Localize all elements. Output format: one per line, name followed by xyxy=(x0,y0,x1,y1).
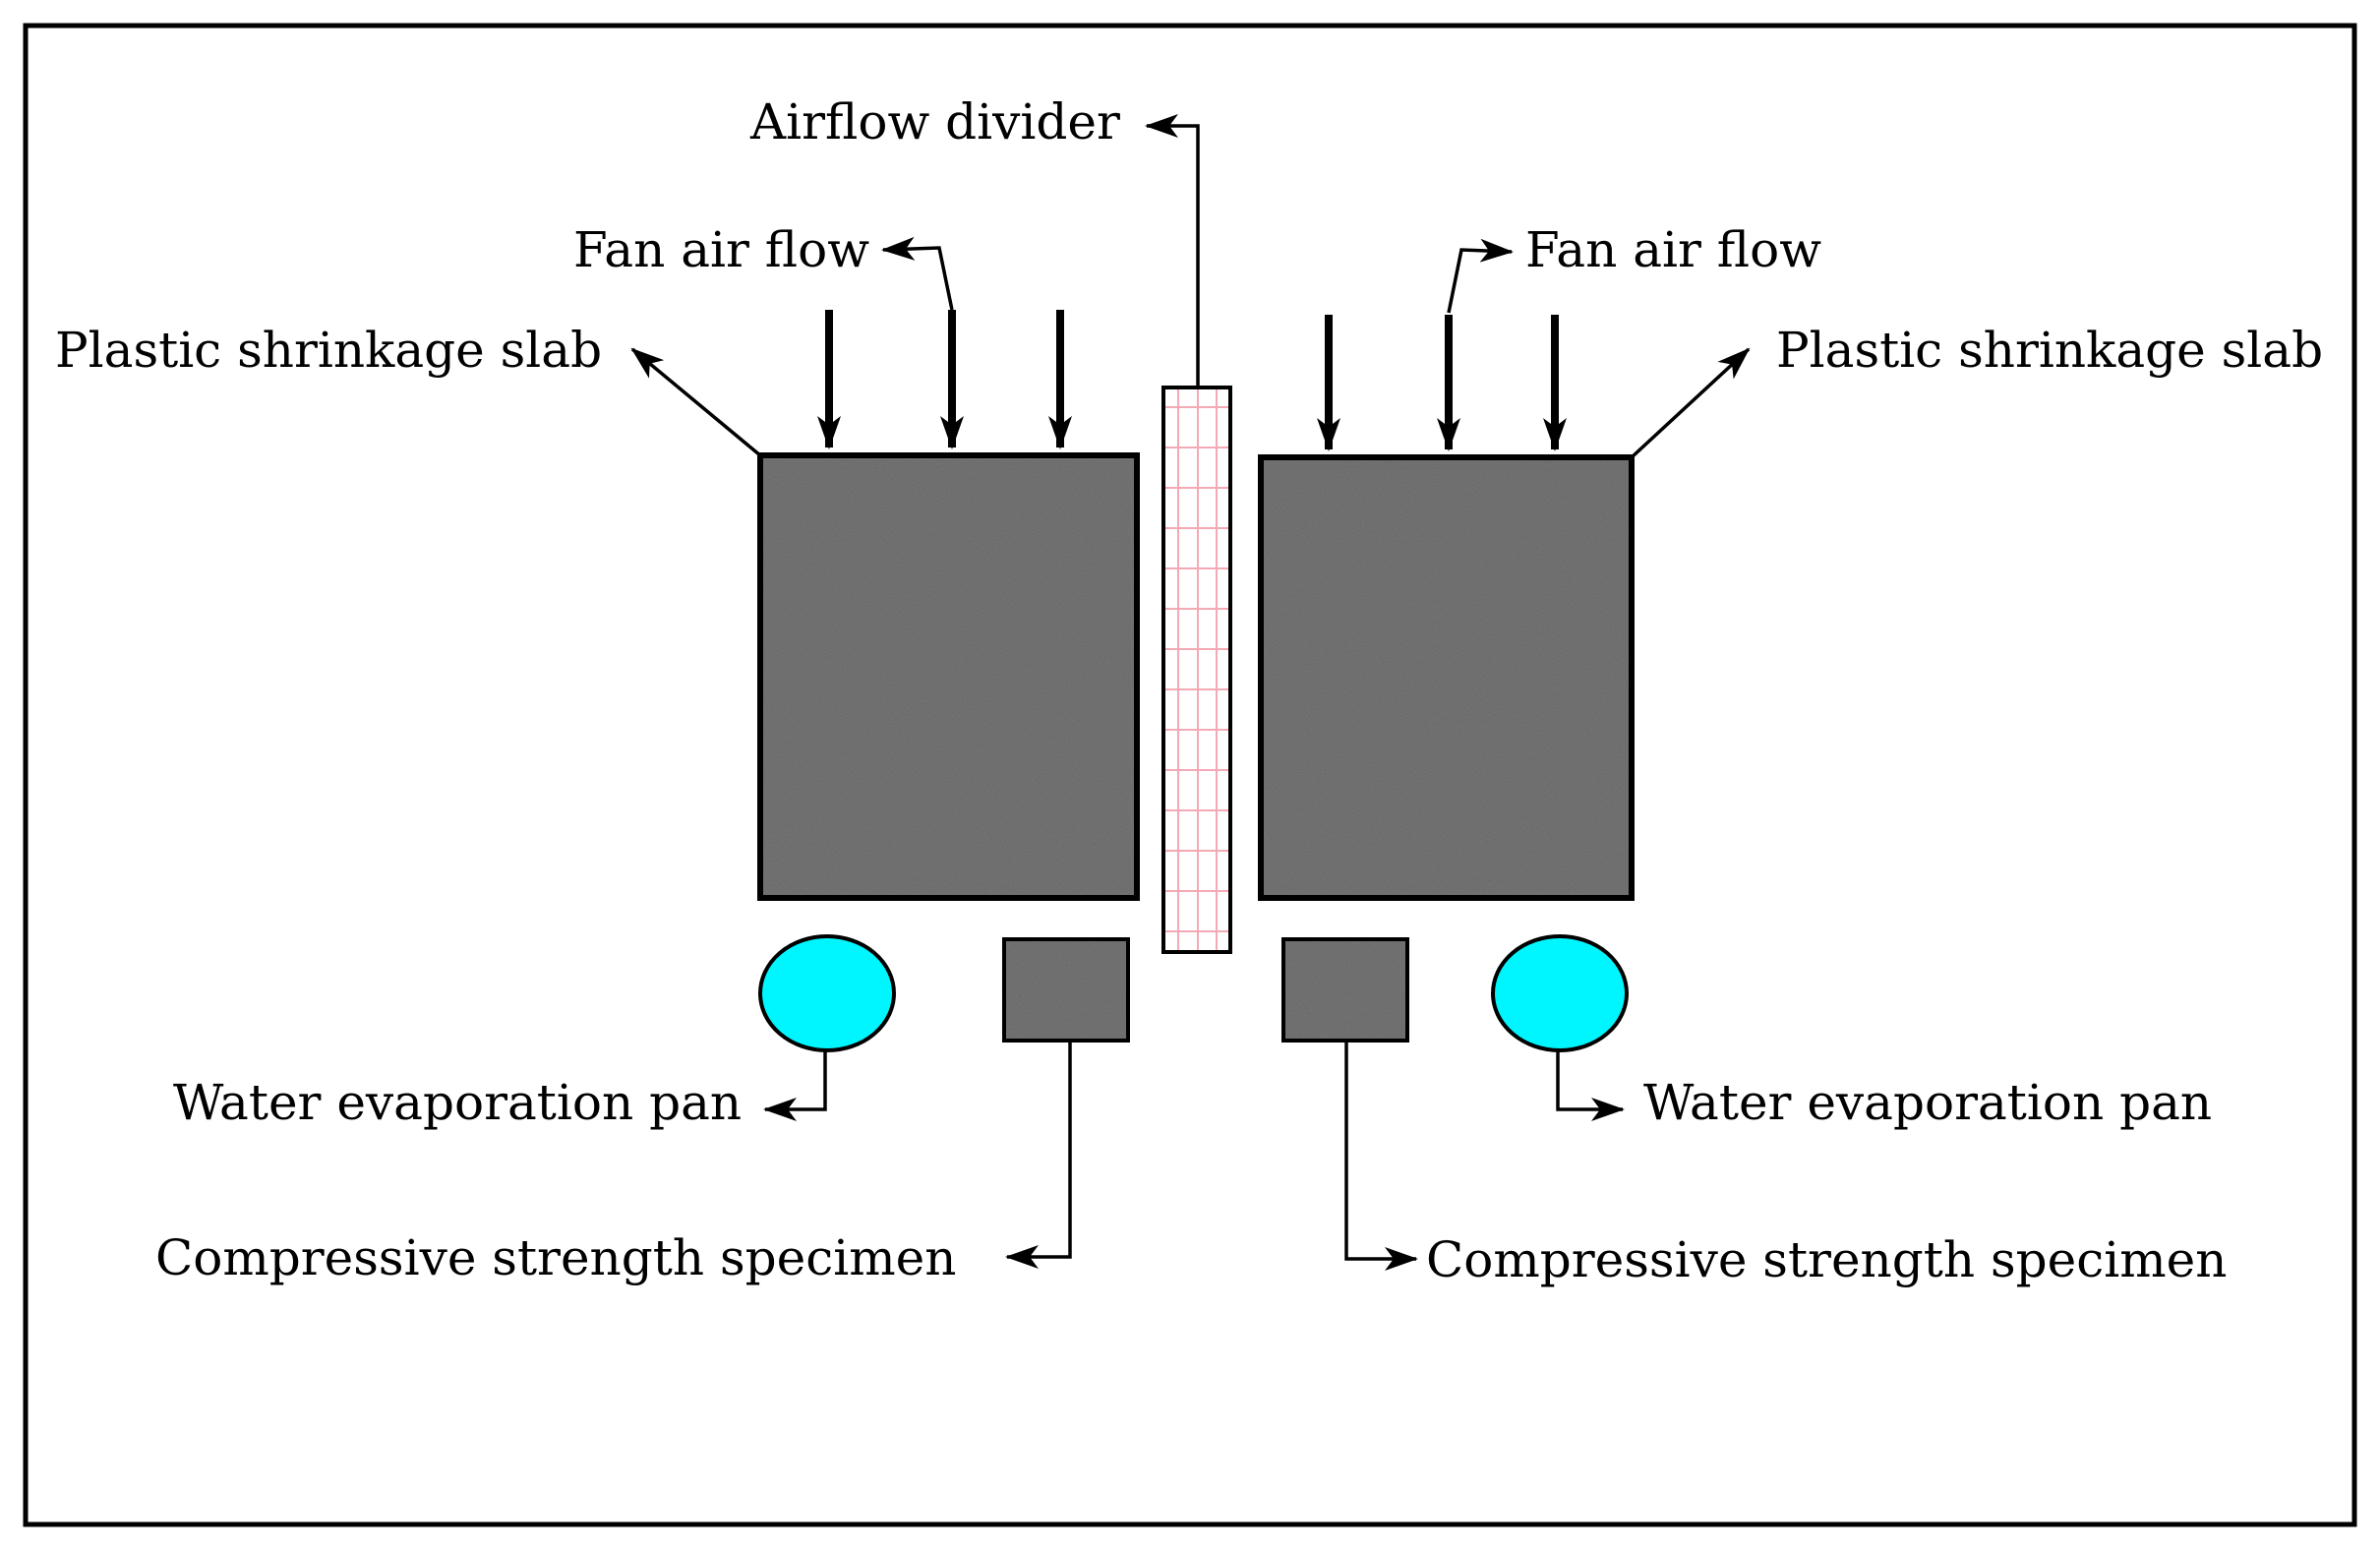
fan-air-flow-arrows xyxy=(817,310,1567,451)
label-plastic-shrinkage-slab-left: Plastic shrinkage slab xyxy=(55,322,602,379)
label-water-evaporation-pan-right: Water evaporation pan xyxy=(1643,1074,2212,1131)
compressive-strength-specimen-left xyxy=(1002,937,1130,1043)
water-evaporation-pan-left xyxy=(758,934,896,1052)
label-airflow-divider: Airflow divider xyxy=(749,93,1120,150)
label-fan-air-flow-left: Fan air flow xyxy=(573,221,869,278)
airflow-divider xyxy=(1161,386,1232,954)
label-compressive-strength-specimen-left: Compressive strength specimen xyxy=(155,1229,956,1286)
leader-lines xyxy=(630,114,1751,1271)
compressive-strength-specimen-right xyxy=(1281,937,1409,1043)
plastic-shrinkage-slab-left xyxy=(757,452,1140,901)
label-plastic-shrinkage-slab-right: Plastic shrinkage slab xyxy=(1776,322,2323,379)
plastic-shrinkage-slab-right xyxy=(1258,454,1635,901)
label-water-evaporation-pan-left: Water evaporation pan xyxy=(173,1074,742,1131)
water-evaporation-pan-right xyxy=(1491,934,1629,1052)
label-compressive-strength-specimen-right: Compressive strength specimen xyxy=(1426,1231,2227,1288)
label-fan-air-flow-right: Fan air flow xyxy=(1525,221,1821,278)
